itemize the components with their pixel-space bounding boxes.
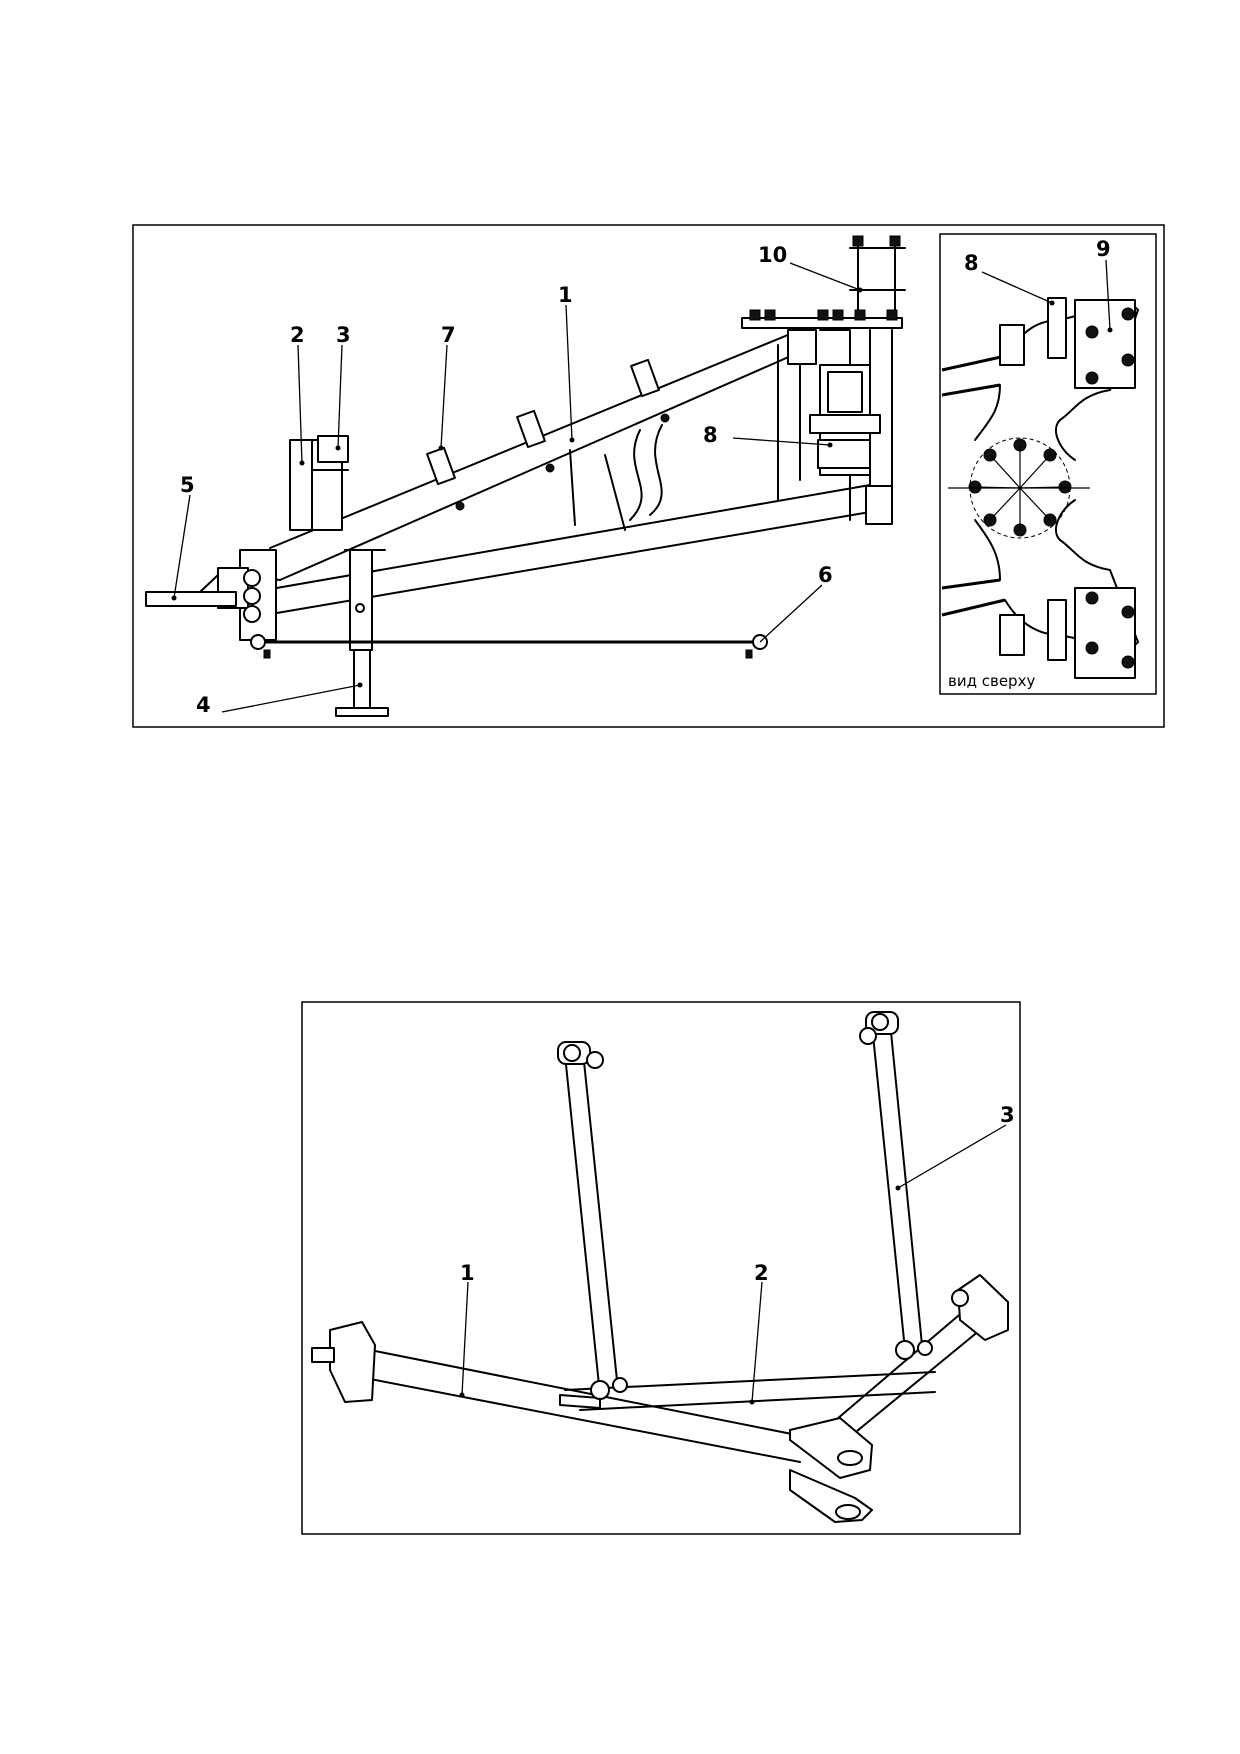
callout-10: 10: [758, 243, 787, 267]
callout-2: 2: [290, 323, 305, 347]
frame-drawing: [145, 235, 906, 717]
figure-1: 1 2 3 4 5 6 7 8 10: [132, 224, 1165, 728]
bracket-part-7: [426, 358, 660, 486]
figure-2-border: [301, 1001, 1021, 1535]
callout-3: 3: [336, 323, 351, 347]
hitch-drawing: [311, 1011, 1009, 1523]
callout-6: 6: [818, 563, 833, 587]
callout-5: 5: [180, 473, 195, 497]
leaders-figure-1: [171, 262, 863, 713]
safety-chain: [250, 634, 768, 659]
callout-1: 1: [558, 283, 573, 307]
figure-1-border: [132, 224, 1165, 728]
fig2-callout-3: 3: [1000, 1103, 1015, 1127]
inset-caption: вид сверху: [948, 672, 1035, 690]
inset-callout-9: 9: [1096, 237, 1111, 261]
fig2-callout-1: 1: [460, 1261, 475, 1285]
callout-8: 8: [703, 423, 718, 447]
fig2-callout-2: 2: [754, 1261, 769, 1285]
figure-2: 1 2 3: [301, 1001, 1021, 1535]
callout-7: 7: [441, 323, 456, 347]
inset-callout-8: 8: [964, 251, 979, 275]
callout-4: 4: [196, 693, 211, 717]
inset-border: [939, 233, 1157, 695]
leaders-figure-2: [459, 1124, 1007, 1405]
inset-top-view: 8 9 вид сверху: [939, 233, 1157, 695]
